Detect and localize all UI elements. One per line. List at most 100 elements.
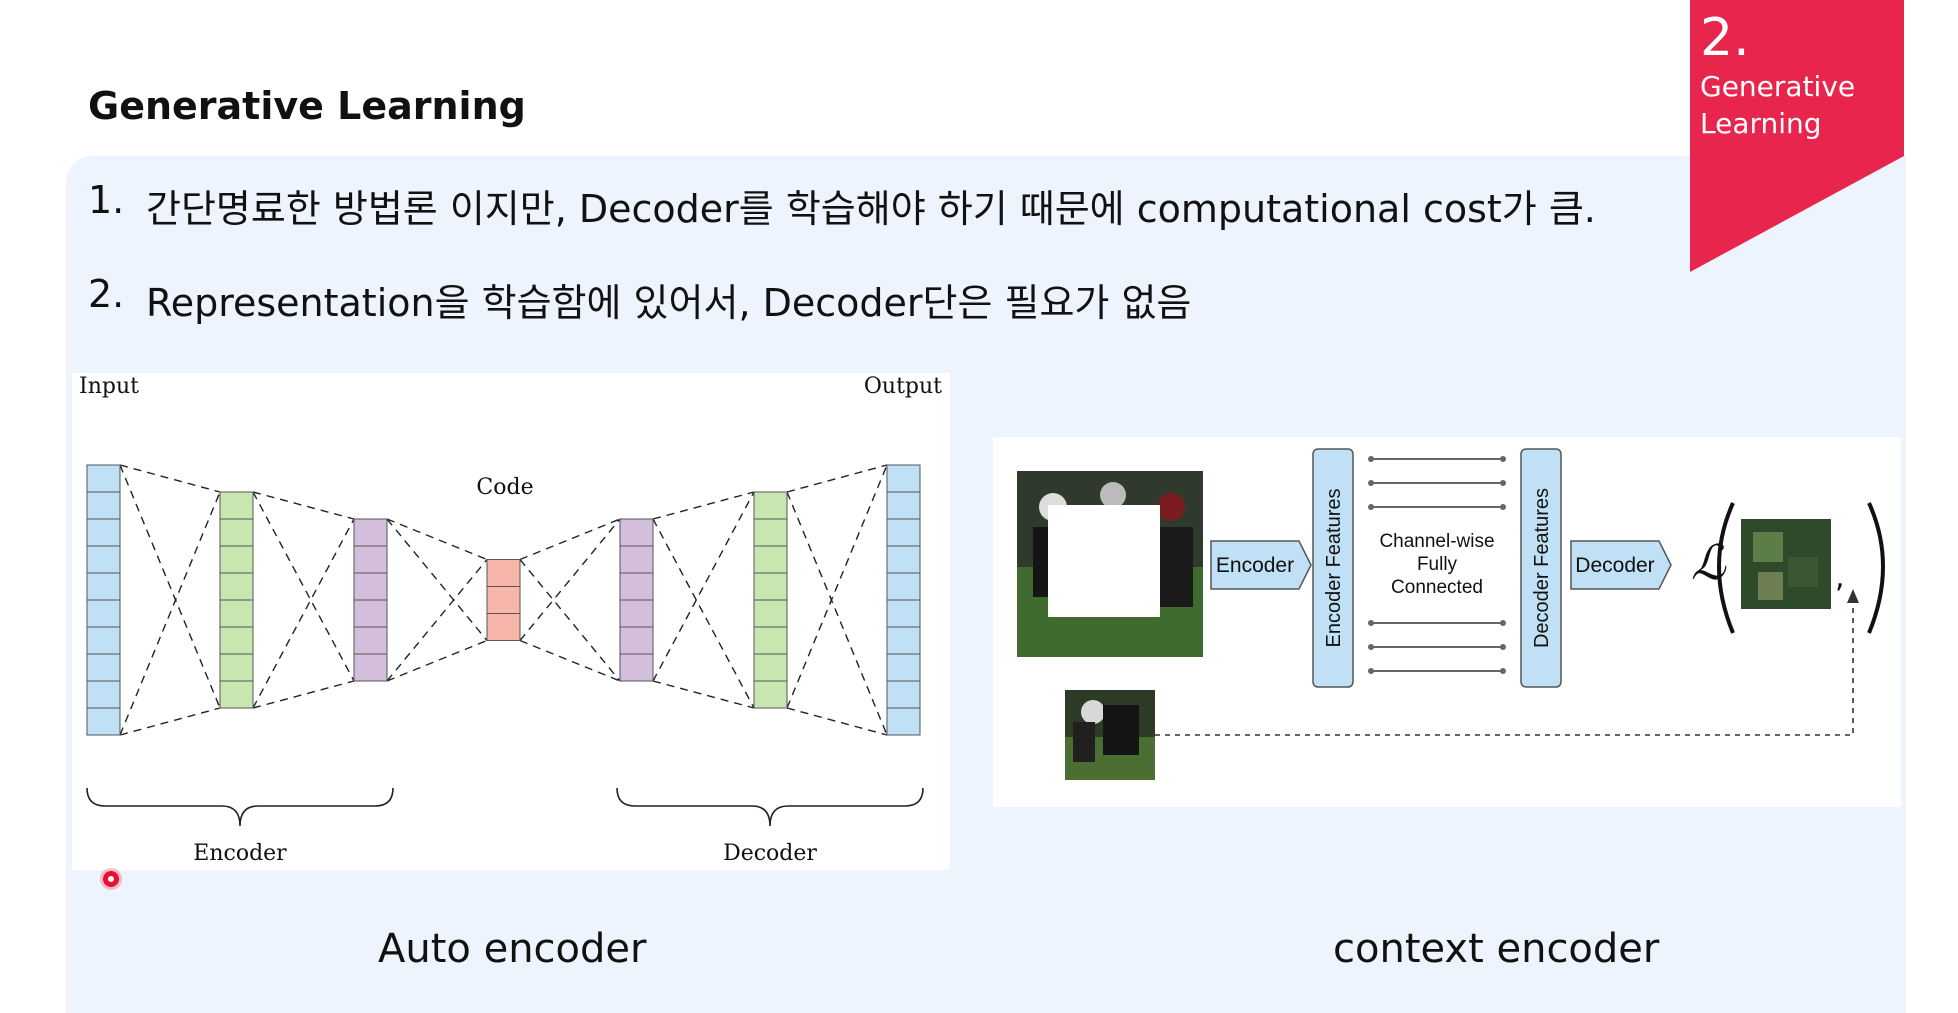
bullet-number: 1.	[88, 178, 146, 233]
encoder-features-block: Encoder Features	[1313, 449, 1353, 687]
layer-cell	[754, 600, 787, 627]
layer-cell	[620, 627, 653, 654]
connection-line	[653, 492, 754, 681]
channel-text-3: Connected	[1391, 577, 1483, 598]
layer-cell	[754, 546, 787, 573]
layer-cell	[754, 681, 787, 708]
dashed-connector	[1155, 597, 1853, 735]
connection-line	[787, 465, 887, 492]
layer-cell	[887, 492, 920, 519]
decoder-hidden-layer-2	[754, 492, 787, 708]
layer-cell	[887, 465, 920, 492]
bullet-item-2: 2. Representation을 학습함에 있어서, Decoder단은 필…	[88, 272, 1191, 327]
connection-line	[787, 465, 887, 708]
decoder-features-label: Decoder Features	[1531, 488, 1553, 648]
layer-cell	[87, 681, 120, 708]
layer-cell	[354, 519, 387, 546]
connection-line	[253, 681, 354, 708]
layer-cell	[754, 654, 787, 681]
context-encoder-diagram: Encoder Encoder Features Channel-wise Fu…	[993, 437, 1901, 807]
layer-cell	[220, 492, 253, 519]
connection-line	[387, 560, 487, 682]
badge-label: Generative Learning	[1700, 68, 1890, 142]
context-encoder-figure: Encoder Encoder Features Channel-wise Fu…	[993, 437, 1901, 807]
connection-line	[120, 492, 220, 735]
decoder-brace	[617, 788, 923, 826]
connection-line	[387, 641, 487, 682]
decoder-features-block: Decoder Features	[1521, 449, 1561, 687]
code-label: Code	[476, 475, 533, 500]
code-layer	[487, 560, 520, 641]
comma-glyph: ,	[1835, 560, 1845, 595]
connection-line	[520, 519, 620, 560]
encoder-brace	[87, 788, 393, 826]
connection-line	[253, 519, 354, 708]
layer-cell	[620, 519, 653, 546]
layer-cell	[887, 519, 920, 546]
masked-input-image	[1017, 471, 1203, 657]
connection-line	[253, 492, 354, 519]
encoder-block: Encoder	[1211, 541, 1311, 589]
layer-cell	[220, 519, 253, 546]
layer-cell	[87, 600, 120, 627]
layer-cell	[87, 708, 120, 735]
connection-line	[520, 560, 620, 682]
layer-cell	[220, 600, 253, 627]
connection-line	[787, 708, 887, 735]
layer-cell	[620, 546, 653, 573]
connection-line	[387, 519, 487, 560]
section-badge: 2. Generative Learning	[1690, 0, 1904, 272]
layer-cell	[87, 519, 120, 546]
layer-cell	[487, 614, 520, 641]
encoder-hidden-layer-1	[220, 492, 253, 708]
output-layer	[887, 465, 920, 735]
decoder-block-label: Decoder	[1575, 554, 1654, 577]
layer-cell	[354, 600, 387, 627]
layer-cell	[754, 492, 787, 519]
connection-line	[653, 492, 754, 519]
right-paren-icon	[1869, 503, 1883, 633]
layer-cell	[354, 627, 387, 654]
layer-cell	[87, 573, 120, 600]
layer-cell	[354, 573, 387, 600]
bullet-item-1: 1. 간단명료한 방법론 이지만, Decoder를 학습해야 하기 때문에 c…	[88, 178, 1596, 233]
encoder-label: Encoder	[193, 841, 287, 866]
decoder-hidden-layer-1	[620, 519, 653, 681]
decoder-block: Decoder	[1571, 541, 1671, 589]
pointer-cursor-icon	[103, 871, 119, 887]
layer-cell	[887, 708, 920, 735]
connection-line	[520, 519, 620, 641]
layer-cell	[754, 519, 787, 546]
layer-cell	[887, 546, 920, 573]
encoder-features-label: Encoder Features	[1323, 489, 1345, 648]
layer-cell	[87, 546, 120, 573]
layer-cell	[620, 600, 653, 627]
layer-cell	[487, 560, 520, 587]
layer-cell	[887, 654, 920, 681]
connection-line	[653, 519, 754, 708]
channel-text-2: Fully	[1417, 554, 1458, 575]
layer-cell	[87, 654, 120, 681]
layer-cell	[354, 654, 387, 681]
layer-cell	[887, 600, 920, 627]
bullet-number: 2.	[88, 272, 146, 327]
layer-cell	[220, 627, 253, 654]
connection-line	[120, 465, 220, 708]
channel-text-1: Channel-wise	[1379, 531, 1494, 552]
connection-line	[387, 519, 487, 641]
layer-cell	[754, 627, 787, 654]
context-encoder-caption: context encoder	[1333, 926, 1659, 972]
connection-line	[120, 465, 220, 492]
badge-number: 2.	[1700, 8, 1750, 68]
autoencoder-diagram: Input Output Code Encoder Decoder	[72, 373, 950, 870]
layer-cell	[487, 587, 520, 614]
layer-cell	[887, 627, 920, 654]
connection-line	[787, 492, 887, 735]
autoencoder-figure: Input Output Code Encoder Decoder	[72, 373, 950, 870]
layer-cell	[220, 546, 253, 573]
encoder-block-label: Encoder	[1216, 554, 1294, 577]
input-label: Input	[79, 374, 139, 399]
ground-truth-patch	[1065, 690, 1155, 780]
layer-cell	[220, 681, 253, 708]
page-heading: Generative Learning	[88, 84, 526, 128]
